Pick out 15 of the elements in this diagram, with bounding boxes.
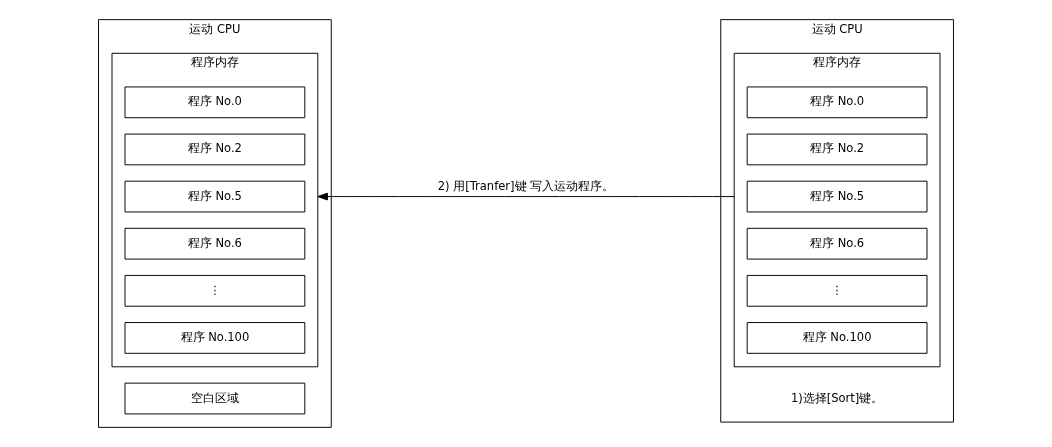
- node-box: 程序 No.6: [124, 227, 306, 260]
- node-box: 程序 No.0: [746, 86, 928, 119]
- node-box: 程序 No.5: [746, 180, 928, 213]
- node-box: 程序 No.0: [124, 86, 306, 119]
- node-box: 程序 No.100: [746, 322, 928, 354]
- node-box: ⋮: [746, 274, 928, 307]
- node-box: 程序 No.2: [124, 133, 306, 166]
- node-box: 空白区域: [124, 382, 306, 415]
- node-box: ⋮: [124, 274, 306, 307]
- edge-label: 2) 用[Tranfer]键 写入运动程序。: [437, 179, 615, 194]
- node-box: 程序 No.5: [124, 180, 306, 213]
- node-box: 程序 No.6: [746, 227, 928, 260]
- node-box: 程序 No.100: [124, 322, 306, 354]
- arrow: [317, 192, 735, 201]
- node-box: 程序 No.2: [746, 133, 928, 166]
